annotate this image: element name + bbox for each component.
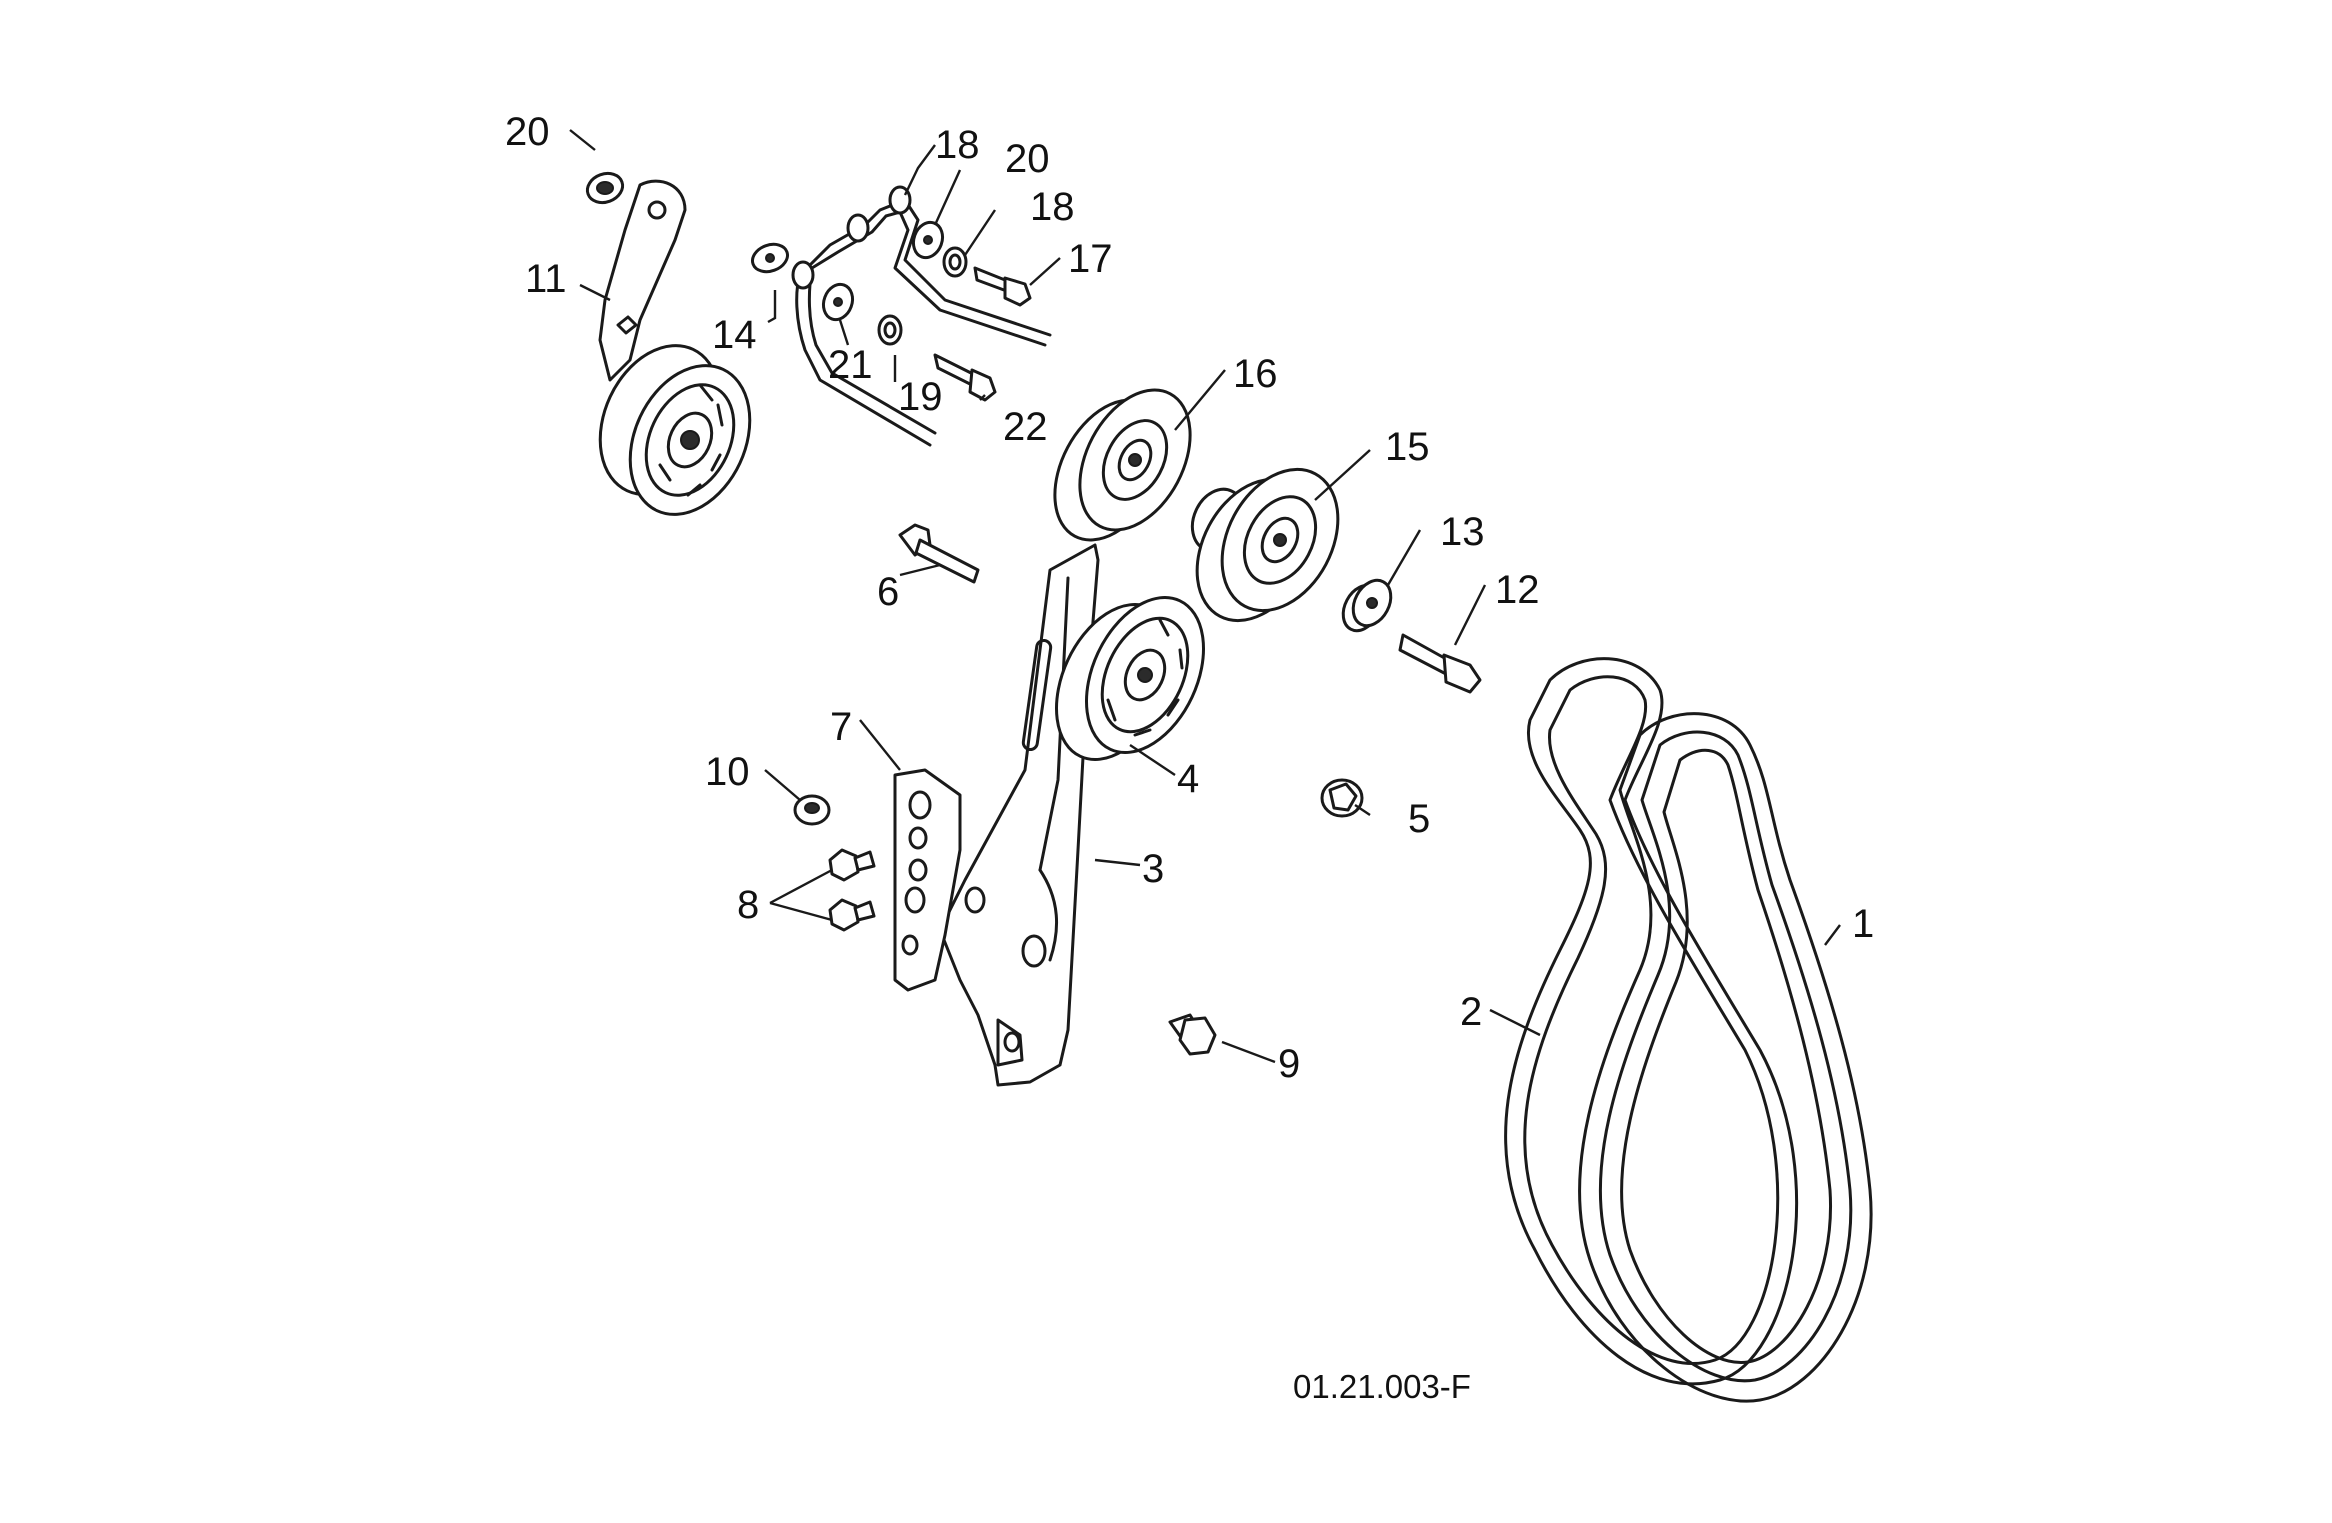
linkage-rod-part-19 xyxy=(791,185,1052,447)
belt-part-1 xyxy=(1578,712,1873,1403)
bolt-part-6 xyxy=(898,523,980,584)
nut-part-10 xyxy=(793,794,831,826)
leader-lines xyxy=(569,129,1841,1064)
callout-19: 18 xyxy=(935,123,980,167)
callout-16: 16 xyxy=(1233,352,1278,396)
idler-arm-part-11 xyxy=(598,179,687,382)
callout-17: 17 xyxy=(1068,237,1113,281)
callout-11: 11 xyxy=(525,257,567,301)
callout-10: 10 xyxy=(705,750,750,794)
callout-6: 6 xyxy=(877,570,899,614)
callout-7: 7 xyxy=(830,705,852,749)
callout-18-upper: 18 xyxy=(1030,185,1075,229)
callout-8: 8 xyxy=(737,883,759,927)
callout-18-lower: 19 xyxy=(898,375,943,419)
washer-part-20-lower xyxy=(821,282,855,322)
pulley-part-4 xyxy=(1055,596,1205,761)
bolt-part-9 xyxy=(1168,1013,1217,1056)
nut-part-21 xyxy=(585,171,625,205)
callout-5: 5 xyxy=(1408,797,1430,841)
callout-22: 22 xyxy=(1003,405,1048,449)
lock-washer-part-18-upper xyxy=(942,246,968,278)
callout-20-upper: 20 xyxy=(1005,137,1050,181)
callout-4: 4 xyxy=(1177,757,1199,801)
callout-9: 9 xyxy=(1278,1042,1300,1086)
bracket-part-3 xyxy=(938,543,1100,1087)
bolt-part-12 xyxy=(1398,633,1482,694)
lock-washer-part-18-lower xyxy=(877,314,903,346)
nut-part-5 xyxy=(1320,778,1364,818)
callout-15: 15 xyxy=(1385,425,1430,469)
pulley-on-arm-11 xyxy=(598,344,752,516)
bolt-part-22 xyxy=(933,353,997,402)
callout-21: 20 xyxy=(505,110,550,154)
pulley-part-16 xyxy=(1053,388,1192,542)
callout-1: 1 xyxy=(1852,902,1874,946)
plate-part-7 xyxy=(893,768,962,992)
washer-part-14 xyxy=(751,242,789,274)
bolt-part-17 xyxy=(973,266,1032,307)
callout-14: 14 xyxy=(712,313,757,357)
callout-20-lower: 21 xyxy=(828,343,873,387)
callout-12: 12 xyxy=(1495,568,1540,612)
spacer-part-13 xyxy=(1341,578,1393,633)
callout-3: 3 xyxy=(1142,847,1164,891)
drawing-code: 01.21.003-F xyxy=(1293,1368,1471,1405)
washer-part-20-upper xyxy=(911,220,945,260)
pulley-part-15 xyxy=(1190,467,1340,623)
belt-part-2 xyxy=(1504,657,1799,1386)
callouts: 20 11 14 18 20 18 17 21 19 22 16 15 13 1… xyxy=(505,110,1874,1086)
bolt-part-8-lower xyxy=(828,898,876,932)
bolt-part-8-upper xyxy=(828,848,876,882)
callout-13: 13 xyxy=(1440,510,1485,554)
callout-2: 2 xyxy=(1460,990,1482,1034)
